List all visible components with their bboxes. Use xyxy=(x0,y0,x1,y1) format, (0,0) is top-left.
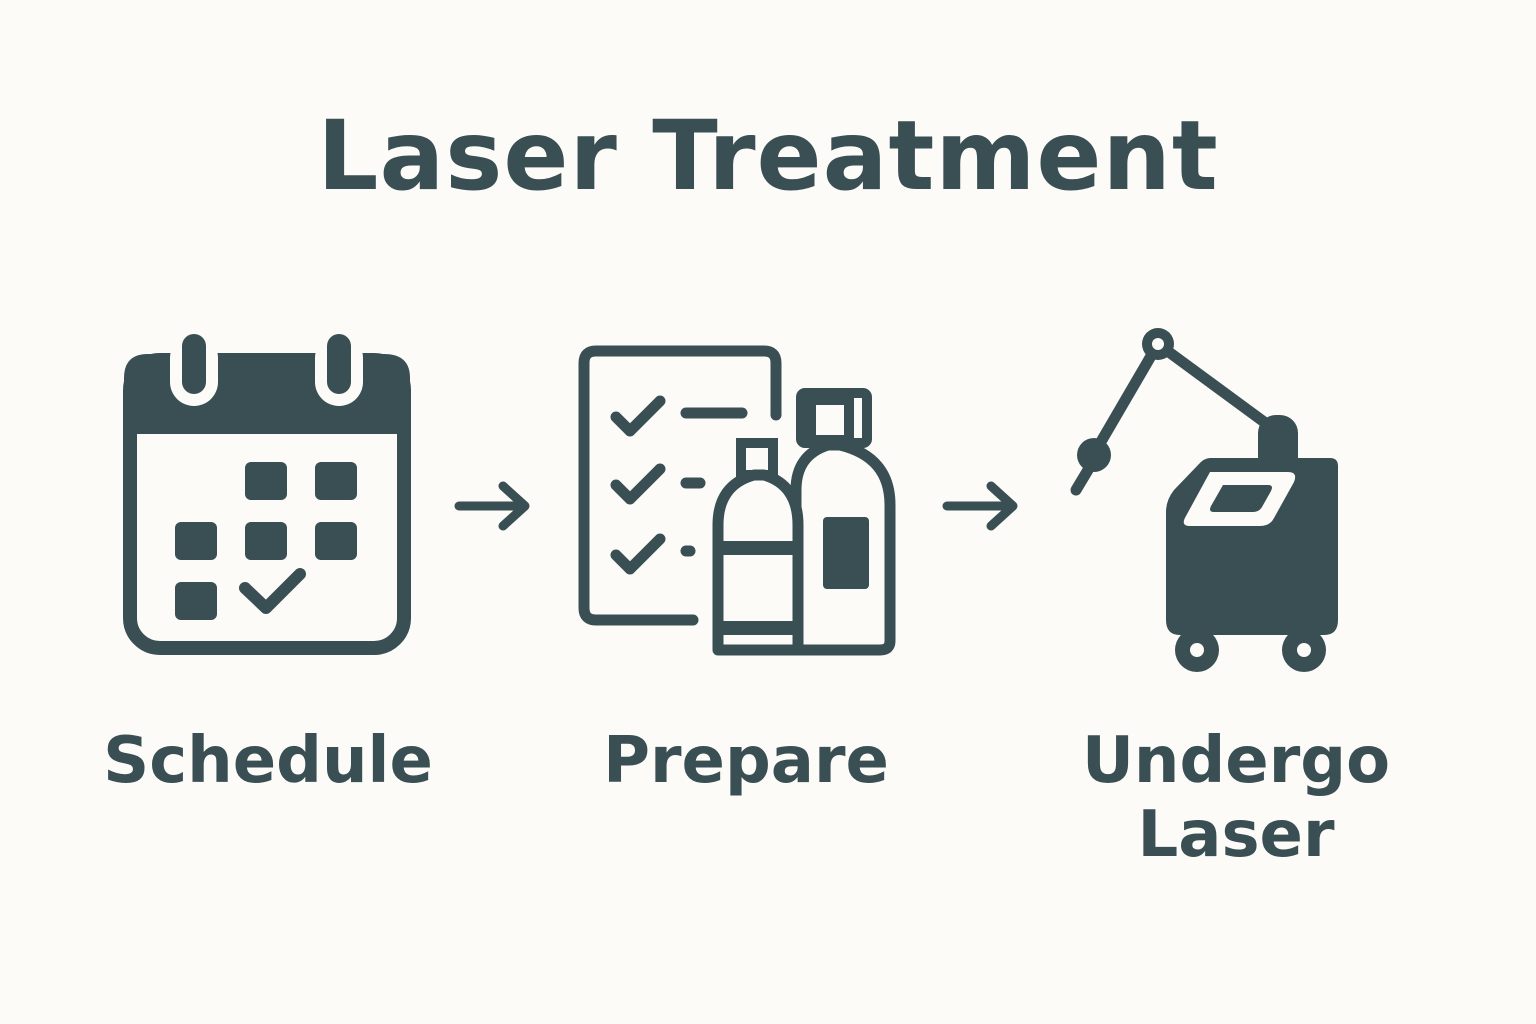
arrow-icon xyxy=(942,481,1018,531)
step-label-undergo-laser: Undergo Laser xyxy=(1036,724,1436,872)
step-label-line: Laser xyxy=(1137,798,1335,872)
arrow-icon xyxy=(454,481,530,531)
laser-machine-icon xyxy=(1070,328,1338,672)
calendar-icon xyxy=(123,334,411,655)
checklist-bottles-icon xyxy=(578,345,896,656)
step-label-schedule: Schedule xyxy=(103,724,433,798)
step-label-line: Undergo xyxy=(1081,724,1391,798)
diagram-title: Laser Treatment xyxy=(317,100,1219,212)
step-label-prepare: Prepare xyxy=(603,724,889,798)
